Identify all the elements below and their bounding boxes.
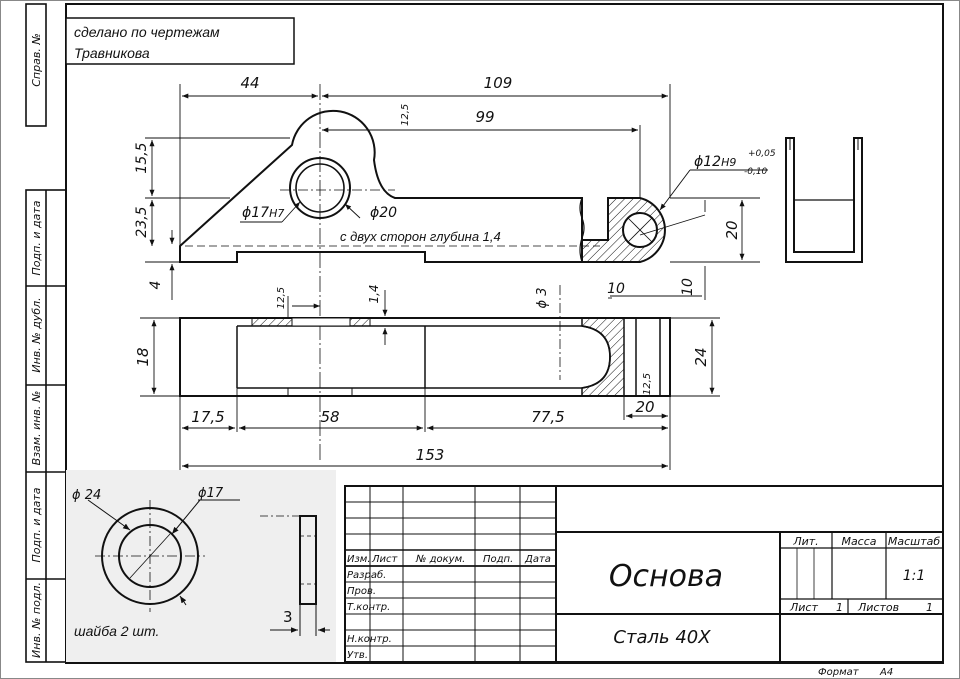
title-block xyxy=(344,485,944,663)
washer-inset: ϕ 24 ϕ17 3 шайба 2 шт. xyxy=(66,470,336,662)
side-view xyxy=(785,137,863,263)
title-block-text: Изм. Лист № докум. Подп. Дата Разраб. Пр… xyxy=(347,535,940,678)
dim-10-a: 10 xyxy=(607,281,625,297)
front-dim-text: 44 109 12,5 99 15,5 23,5 4 ϕ17Н7 ϕ20 ϕ12… xyxy=(134,74,776,297)
depth-note: с двух сторон глубина 1,4 xyxy=(340,229,501,244)
tb-list-value: 1 xyxy=(836,601,843,614)
tb-header-docum: № докум. xyxy=(415,554,465,565)
bore-phi20 xyxy=(289,157,351,219)
bore-phi17 xyxy=(295,163,345,213)
dim-24: 24 xyxy=(692,347,710,366)
washer-dim-thickness: 3 xyxy=(283,608,293,626)
dim-phi3: ϕ 3 xyxy=(535,288,550,309)
note-line-1: сделано по чертежам xyxy=(74,24,220,40)
side-label-sprav: Справ. № xyxy=(30,33,43,87)
front-view xyxy=(179,84,666,460)
side-label-inv-podl: Инв. № подл. xyxy=(30,582,43,658)
dim-44: 44 xyxy=(240,74,259,92)
tb-format-label: Формат xyxy=(818,667,860,678)
dim-17-5: 17,5 xyxy=(191,408,224,426)
tb-listov: Листов xyxy=(857,601,899,614)
tb-row-nkontr: Н.контр. xyxy=(347,634,392,645)
dim-tol-up: +0,05 xyxy=(748,149,776,159)
tb-row-razrab: Разраб. xyxy=(347,569,386,581)
dim-phi12: ϕ12Н9 xyxy=(694,154,736,170)
dim-99: 99 xyxy=(475,108,494,126)
dim-tol-dn: -0,10 xyxy=(744,167,768,177)
tb-row-tkontr: Т.контр. xyxy=(347,602,390,613)
tb-list: Лист xyxy=(789,601,818,614)
side-stamp-column xyxy=(25,3,67,663)
dim-4: 4 xyxy=(148,281,164,290)
top-view xyxy=(179,285,671,397)
tb-part-name: Основа xyxy=(609,559,723,594)
top-dimensions xyxy=(140,290,720,470)
side-labels: Справ. № Подп. и дата Инв. № дубл. Взам.… xyxy=(30,33,43,658)
front-dimensions xyxy=(145,84,768,300)
tb-masshtab: Масштаб xyxy=(888,535,940,548)
dim-12-5-top: 12,5 xyxy=(400,104,411,126)
top-dim-text: 18 24 12,5 1,4 ϕ 3 12,5 17,5 58 77,5 20 … xyxy=(134,284,710,464)
plan-groove xyxy=(287,387,353,397)
plan-boss-gap xyxy=(291,317,351,327)
part-outline-front xyxy=(179,109,583,263)
side-label-podp-data-2: Подп. и дата xyxy=(30,487,43,562)
dim-23-5: 23,5 xyxy=(134,206,150,237)
dim-20-right: 20 xyxy=(723,220,741,239)
tb-header-izm: Изм. xyxy=(347,554,371,565)
dim-phi20: ϕ20 xyxy=(370,205,397,221)
note-box: сделано по чертежам Травникова xyxy=(65,17,295,65)
hole-cross-2 xyxy=(627,217,653,243)
side-label-vzam-inv: Взам. инв. № xyxy=(30,391,43,466)
washer-dim-phi24: ϕ 24 xyxy=(72,488,101,503)
tb-format-value: А4 xyxy=(879,667,893,678)
tb-massa: Масса xyxy=(841,535,876,548)
hatched-section-plan xyxy=(581,317,625,397)
washer-caption: шайба 2 шт. xyxy=(74,623,159,639)
break-line xyxy=(579,197,585,263)
tb-header-list: Лист xyxy=(371,554,399,565)
washer-dim-phi17: ϕ17 xyxy=(198,486,224,501)
dim-10-b: 10 xyxy=(680,278,696,296)
dim-20-bot: 20 xyxy=(635,398,654,416)
tb-listov-value: 1 xyxy=(926,601,933,614)
dim-phi17: ϕ17Н7 xyxy=(242,205,284,221)
dim-15-5: 15,5 xyxy=(134,142,150,173)
tb-header-podp: Подп. xyxy=(483,554,513,565)
tb-material: Сталь 40Х xyxy=(613,627,711,648)
side-label-podp-data-1: Подп. и дата xyxy=(30,200,43,275)
dim-1-4: 1,4 xyxy=(367,284,381,303)
washer-side-view xyxy=(299,515,317,605)
dim-12-5-low: 12,5 xyxy=(642,373,653,395)
dim-109: 109 xyxy=(484,74,513,92)
side-label-inv-dubl: Инв. № дубл. xyxy=(30,297,43,372)
tb-lit: Лит. xyxy=(792,535,818,548)
tb-scale-value: 1:1 xyxy=(903,568,926,584)
tb-row-prov: Пров. xyxy=(347,586,376,597)
note-line-2: Травникова xyxy=(74,45,150,61)
dim-77-5: 77,5 xyxy=(531,408,564,426)
dim-58: 58 xyxy=(320,408,339,426)
dim-153: 153 xyxy=(416,446,445,464)
dim-18: 18 xyxy=(134,347,152,366)
tb-row-utv: Утв. xyxy=(347,650,368,661)
dim-12-5-mid: 12,5 xyxy=(276,287,287,309)
tb-header-data: Дата xyxy=(524,554,551,565)
